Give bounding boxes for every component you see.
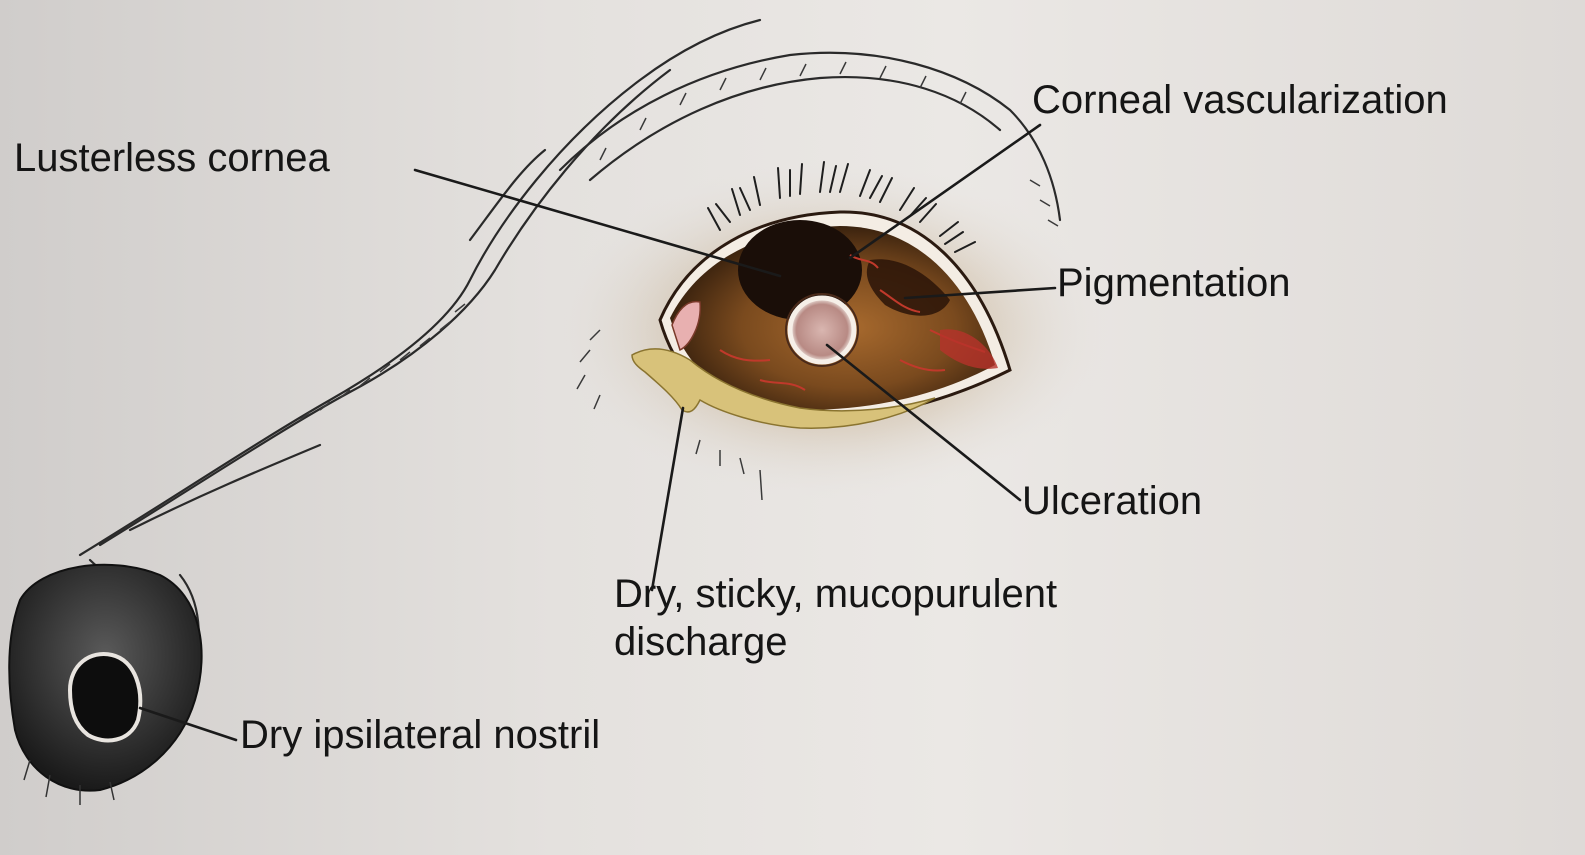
discharge-label-line1: Dry, sticky, mucopurulent	[614, 570, 1254, 618]
lusterless-cornea-label: Lusterless cornea	[14, 134, 330, 182]
dry-nostril-label: Dry ipsilateral nostril	[240, 711, 600, 759]
ulceration-label: Ulceration	[1022, 477, 1202, 525]
corneal-vascularization-label: Corneal vascularization	[1032, 76, 1448, 124]
discharge-label-line2: discharge	[614, 618, 1254, 666]
corneal-ulcer	[790, 298, 854, 362]
pigmentation-label: Pigmentation	[1057, 259, 1290, 307]
discharge-label: Dry, sticky, mucopurulent discharge	[614, 570, 1254, 666]
nostril	[70, 654, 140, 740]
nose	[9, 565, 201, 805]
